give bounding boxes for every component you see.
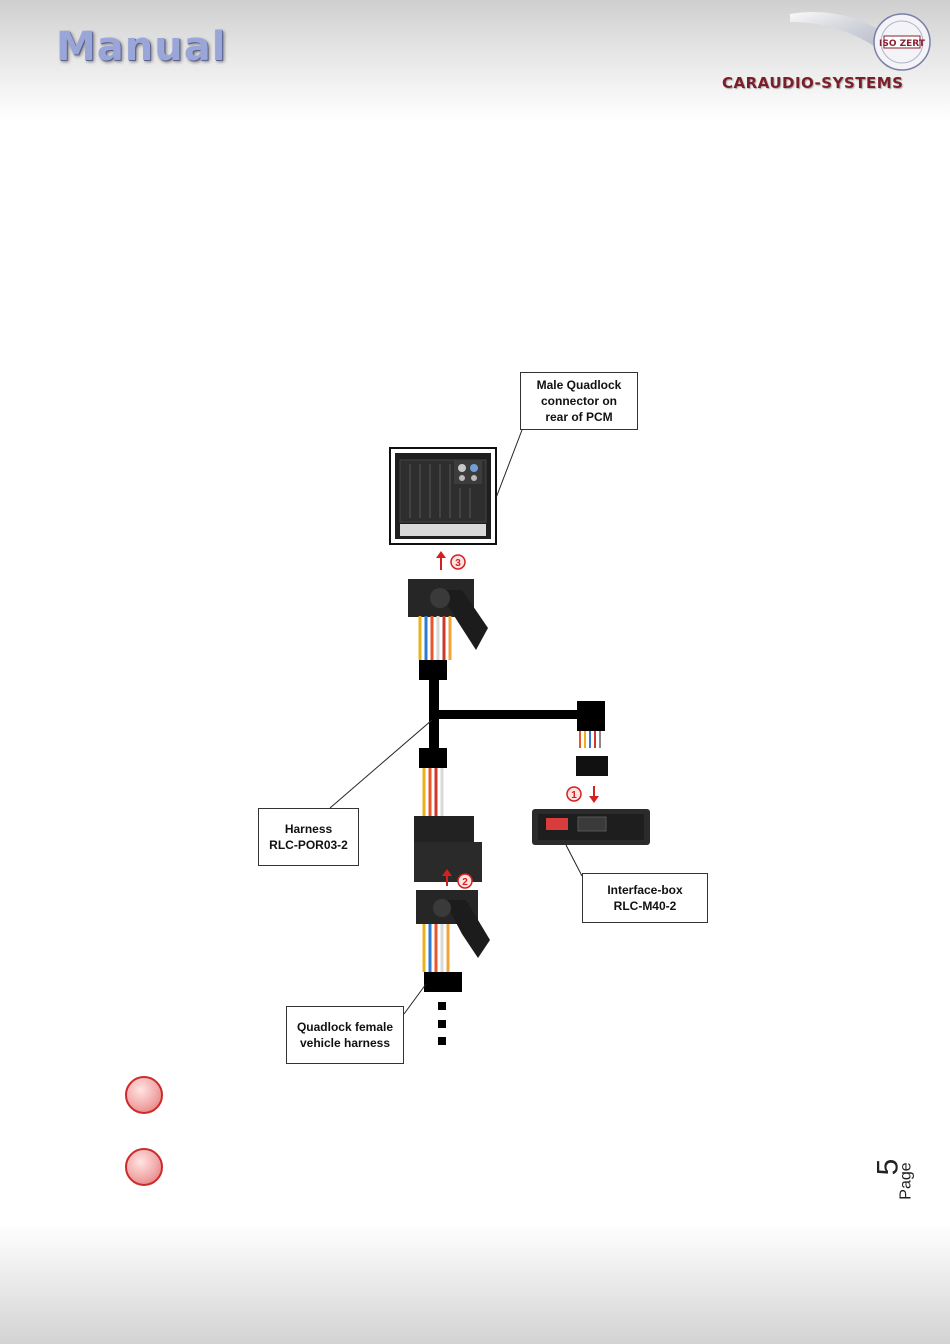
interface-plug (576, 731, 608, 776)
label-harness: Harness RLC-POR03-2 (258, 808, 359, 866)
footer-band (0, 1224, 950, 1344)
brand-logo-text: CARAUDIO-SYSTEMS (722, 74, 903, 92)
male-quadlock-photo (390, 448, 496, 544)
svg-text:1: 1 (571, 790, 577, 801)
label-interface-box: Interface-box RLC-M40-2 (582, 873, 708, 923)
harness-cable (419, 660, 605, 768)
step-3-marker: 3 (436, 551, 465, 570)
label-male-quadlock: Male Quadlock connector on rear of PCM (520, 372, 638, 430)
vehicle-quadlock-connector (416, 890, 490, 1045)
note-marker-2 (125, 1148, 163, 1186)
note-marker-1 (125, 1076, 163, 1114)
svg-text:3: 3 (455, 558, 461, 569)
svg-text:2: 2 (462, 877, 468, 888)
connection-diagram: 3 1 (240, 360, 720, 1070)
interface-box-device (532, 809, 650, 845)
step-1-marker: 1 (567, 786, 599, 803)
seal-text: ISO ZERT (879, 39, 926, 49)
upper-harness-connector (408, 579, 488, 660)
page-word: Page (898, 1162, 916, 1199)
manual-title: Manual (56, 24, 226, 70)
label-quadlock-female: Quadlock female vehicle harness (286, 1006, 404, 1064)
iso-seal-logo: ISO ZERT (790, 4, 940, 74)
lower-harness (414, 768, 482, 882)
